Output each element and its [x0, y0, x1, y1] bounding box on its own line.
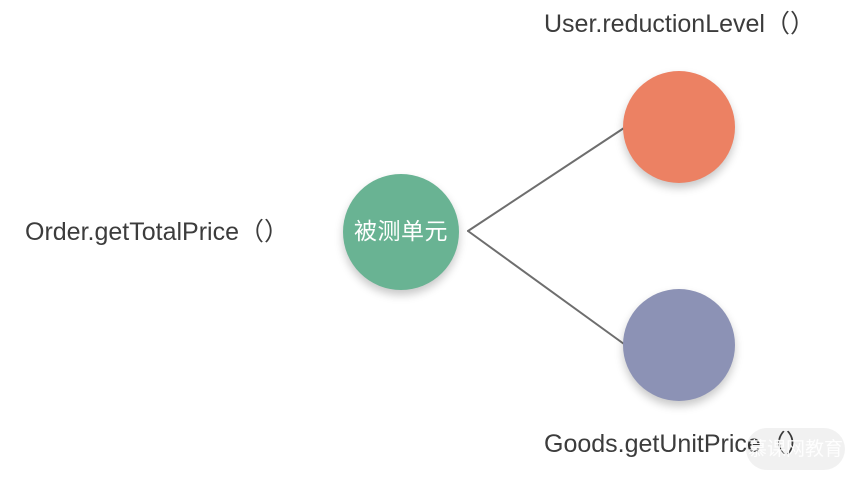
- node-unit-under-test-label: 被测单元: [354, 218, 448, 245]
- node-user-reduction-level[interactable]: [623, 71, 735, 183]
- caption-goods-get-unit-price: Goods.getUnitPrice（）: [544, 430, 811, 458]
- node-goods-unit-price[interactable]: [623, 289, 735, 401]
- caption-order-get-total-price: Order.getTotalPrice（）: [25, 218, 289, 246]
- caption-user-reduction-level: User.reductionLevel（）: [544, 10, 815, 38]
- node-unit-under-test[interactable]: 被测单元: [343, 174, 459, 290]
- edge-center-bottom: [467, 230, 625, 345]
- edge-center-top: [467, 127, 625, 232]
